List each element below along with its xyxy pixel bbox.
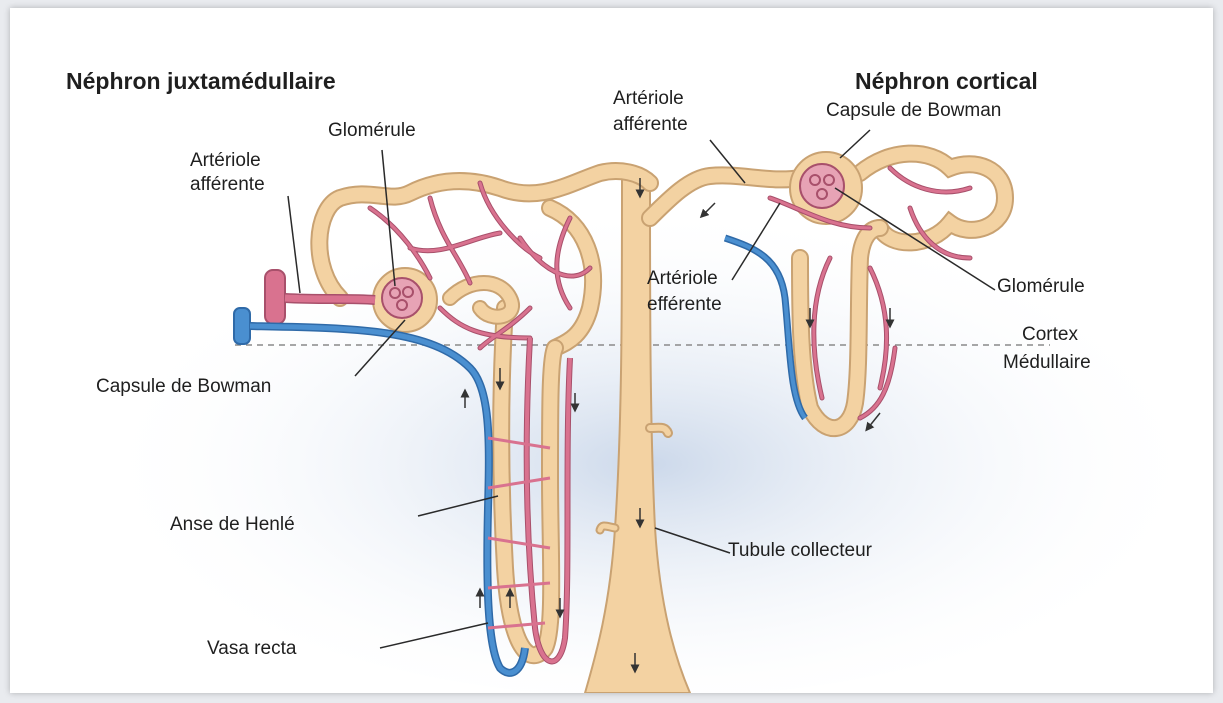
title-juxtamedullary: Néphron juxtamédullaire (66, 68, 336, 94)
figure-frame: Néphron juxtamédullaire Néphron cortical… (10, 8, 1213, 693)
nephron-diagram (10, 8, 1213, 693)
label-tubule-collecteur: Tubule collecteur (728, 540, 872, 562)
label-left-arteriole-afferente-1: Artériole (190, 150, 261, 172)
label-left-capsule: Capsule de Bowman (96, 376, 271, 398)
label-medullaire: Médullaire (1003, 352, 1091, 374)
label-right-glomerule: Glomérule (997, 276, 1085, 298)
label-arteriole-efferente-2: efférente (647, 294, 722, 316)
title-cortical: Néphron cortical (855, 68, 1038, 94)
label-cortex: Cortex (1022, 324, 1078, 346)
label-vasa-recta: Vasa recta (207, 638, 296, 660)
label-center-arteriole-afferente-1: Artériole (613, 88, 684, 110)
label-center-arteriole-afferente-2: afférente (613, 114, 688, 136)
label-left-glomerule: Glomérule (328, 120, 416, 142)
label-left-arteriole-afferente-2: afférente (190, 174, 265, 196)
label-anse-henle: Anse de Henlé (170, 514, 295, 536)
label-right-capsule: Capsule de Bowman (826, 100, 1001, 122)
label-arteriole-efferente-1: Artériole (647, 268, 718, 290)
